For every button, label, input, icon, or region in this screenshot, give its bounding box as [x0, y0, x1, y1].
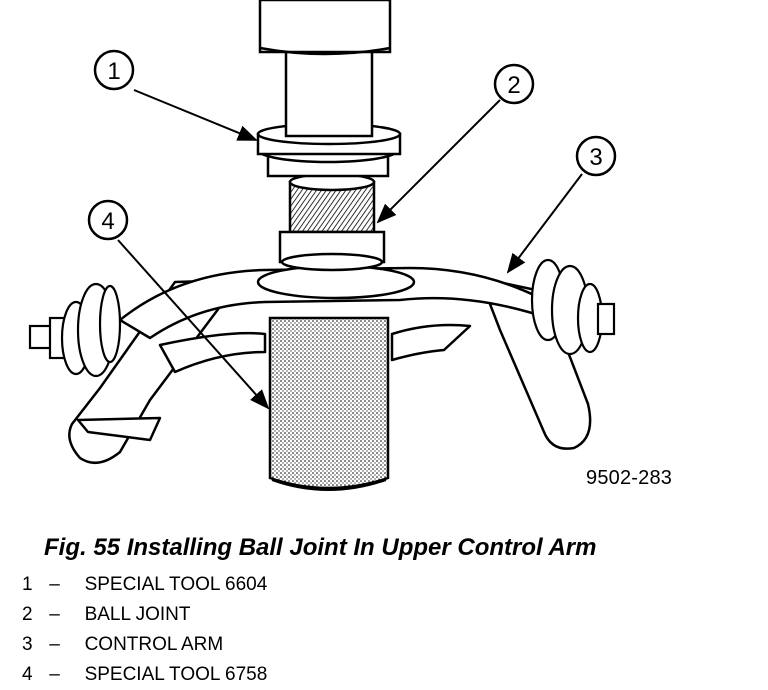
- legend-item: 4 – SPECIAL TOOL 6758: [22, 660, 267, 690]
- legend-item-label: SPECIAL TOOL 6604: [84, 574, 268, 595]
- callout-3-number: 3: [589, 144, 602, 171]
- leader-line-4: [117, 239, 270, 410]
- callout-4: 4: [87, 199, 129, 241]
- legend-item-label: CONTROL ARM: [84, 634, 224, 655]
- callout-3: 3: [575, 135, 617, 177]
- legend-item: 2 – BALL JOINT: [22, 600, 267, 630]
- leader-line-1: [133, 89, 258, 141]
- callout-1: 1: [93, 49, 135, 91]
- legend-item-label: BALL JOINT: [84, 604, 191, 625]
- legend-item-dash: –: [49, 634, 60, 655]
- legend-item-dash: –: [49, 664, 60, 685]
- press-adapter-tool-6604: [256, 0, 402, 178]
- legend-item-number: 1: [22, 574, 33, 595]
- drawing-id: 9502-283: [586, 467, 673, 489]
- ball-joint: [278, 172, 386, 272]
- left-pivot-bushing: [28, 282, 122, 378]
- right-pivot-bushing: [530, 258, 616, 356]
- legend-item-number: 4: [22, 664, 33, 685]
- legend-item: 3 – CONTROL ARM: [22, 630, 267, 660]
- receiver-cup-tool-6758: [268, 316, 390, 491]
- leader-line-2: [376, 99, 501, 224]
- legend-item-label: SPECIAL TOOL 6758: [84, 664, 268, 685]
- legend-item-dash: –: [49, 604, 60, 625]
- legend-item-number: 2: [22, 604, 33, 625]
- figure-caption: Fig. 55 Installing Ball Joint In Upper C…: [44, 534, 597, 561]
- callout-4-number: 4: [101, 208, 114, 235]
- callout-legend: 1 – SPECIAL TOOL 6604 2 – BALL JOINT 3 –…: [22, 570, 267, 690]
- legend-item-dash: –: [49, 574, 60, 595]
- callout-2: 2: [493, 63, 535, 105]
- callout-1-number: 1: [107, 58, 120, 85]
- upper-control-arm: [68, 264, 592, 465]
- leader-line-3: [506, 173, 583, 274]
- control-arm-illustration: 1 2 3 4: [28, 0, 617, 491]
- legend-item-number: 3: [22, 634, 33, 655]
- callout-2-number: 2: [507, 72, 520, 99]
- leader-lines: [117, 89, 583, 410]
- legend-item: 1 – SPECIAL TOOL 6604: [22, 570, 267, 600]
